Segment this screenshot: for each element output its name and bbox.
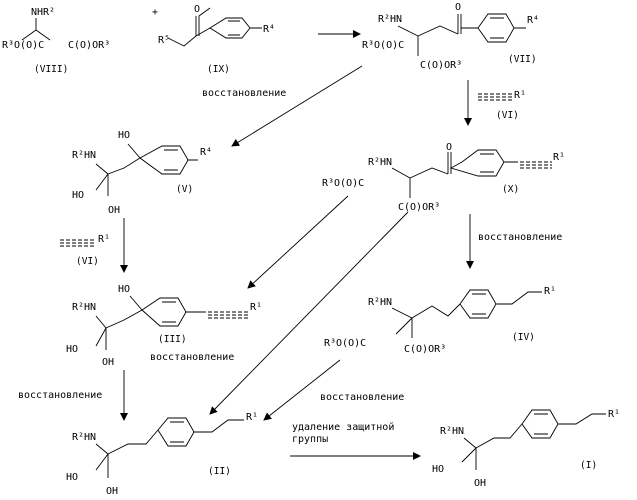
X-left-ester: R³O(O)C	[322, 178, 364, 189]
III-oh-top: HO	[118, 284, 130, 295]
V-oh-top: HO	[118, 130, 130, 141]
IV-left-ester: R³O(O)C	[324, 338, 366, 349]
compound-IV: R²HN R¹ R³O(O)C C(O)OR³ (IV)	[324, 286, 556, 355]
X-oxygen: O	[446, 142, 452, 153]
II-r1: R¹	[246, 412, 258, 423]
IV-right-ester: C(O)OR³	[404, 344, 446, 355]
VII-r4: R⁴	[527, 15, 539, 26]
VIII-nhr: NHR²	[31, 7, 55, 18]
arrow-IV-to-II	[264, 360, 340, 420]
VI-top-r1: R¹	[514, 90, 526, 101]
V-nh: R²HN	[72, 150, 96, 161]
IX-r4: R⁴	[263, 24, 275, 35]
compound-VII: R²HN O R⁴ R³O(O)C C(O)OR³ (VII)	[362, 2, 539, 71]
VII-right-ester: C(O)OR³	[420, 60, 462, 71]
arrow-X-to-III	[248, 196, 348, 288]
III-nh: R²HN	[72, 302, 96, 313]
X-label: (X)	[502, 184, 519, 195]
I-oh-bottom: OH	[474, 478, 486, 489]
III-label: (III)	[158, 334, 187, 345]
VI-left-r1: R¹	[98, 234, 110, 245]
reduction-label-5: восстановление	[320, 392, 404, 403]
VII-oxygen: O	[455, 2, 461, 13]
V-oh-left: HO	[72, 190, 84, 201]
VIII-right-ester: C(O)OR³	[68, 40, 110, 51]
VIII-left-ester: R³O(O)C	[2, 40, 44, 51]
V-label: (V)	[176, 184, 193, 195]
X-right-ester: C(O)OR³	[398, 202, 440, 213]
reduction-label-3: восстановление	[150, 352, 234, 363]
VIII-label: (VIII)	[34, 64, 68, 75]
IV-r1: R¹	[544, 286, 556, 297]
II-oh-left: HO	[66, 472, 78, 483]
reduction-label-4: восстановление	[18, 390, 102, 401]
VI-left-label: (VI)	[76, 256, 99, 267]
II-label: (II)	[208, 466, 231, 477]
I-oh-left: HO	[432, 464, 444, 475]
VII-nh: R²HN	[378, 14, 402, 25]
I-r1: R¹	[608, 409, 620, 420]
compound-II: R²HN R¹ HO OH (II)	[66, 412, 258, 497]
V-r4: R⁴	[200, 147, 212, 158]
plus-sign: +	[152, 7, 158, 18]
IX-r5: R⁵	[158, 35, 170, 46]
III-r1: R¹	[250, 302, 262, 313]
compound-IX: R⁵ O R⁴ (IX)	[158, 4, 275, 75]
I-nh: R²HN	[440, 426, 464, 437]
compound-X: R²HN O R¹ R³O(O)C C(O)OR³ (X)	[322, 142, 565, 213]
II-oh-bottom: OH	[106, 486, 118, 497]
deprotection-label-1: удаление защитной	[292, 421, 394, 433]
reagent-VI-left: R¹ (VI)	[60, 234, 110, 267]
arrow-VII-to-V	[232, 66, 362, 146]
III-oh-bottom: OH	[102, 357, 114, 368]
V-oh-bottom: OH	[108, 205, 120, 216]
deprotection-label-2: группы	[292, 434, 328, 445]
VI-top-label: (VI)	[496, 110, 519, 121]
compound-I: R²HN R¹ HO OH (I)	[432, 409, 620, 489]
IX-label: (IX)	[207, 64, 230, 75]
compound-VIII: NHR² R³O(O)C C(O)OR³ (VIII)	[2, 7, 110, 75]
compound-V: HO R⁴ R²HN HO OH (V)	[72, 130, 212, 216]
IV-label: (IV)	[512, 332, 535, 343]
III-oh-left: HO	[66, 344, 78, 355]
reduction-label-1: восстановление	[202, 88, 286, 99]
I-label: (I)	[580, 460, 597, 471]
VII-left-ester: R³O(O)C	[362, 40, 404, 51]
arrow-X-to-II	[210, 212, 408, 414]
X-r1: R¹	[553, 152, 565, 163]
II-nh: R²HN	[72, 432, 96, 443]
X-nh: R²HN	[368, 157, 392, 168]
VII-label: (VII)	[508, 54, 537, 65]
reagent-VI-top: R¹ (VI)	[478, 90, 526, 121]
IV-nh: R²HN	[368, 297, 392, 308]
IX-oxygen: O	[194, 4, 200, 15]
reduction-label-2: восстановление	[478, 232, 562, 243]
